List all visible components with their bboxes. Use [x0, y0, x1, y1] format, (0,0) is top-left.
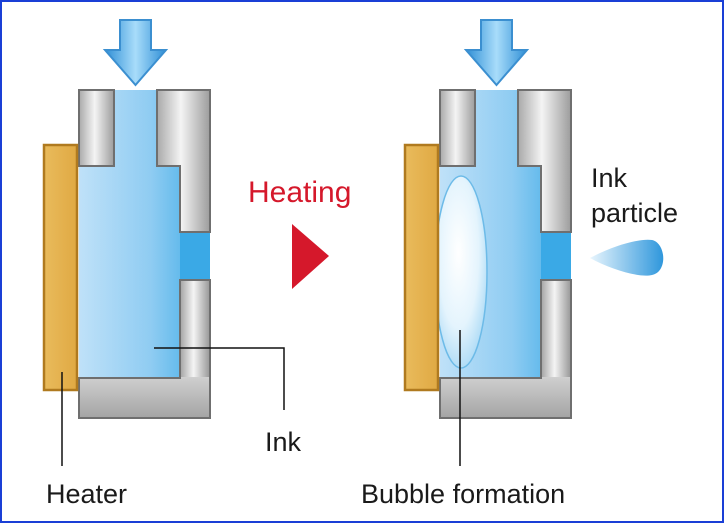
right-nozzle: [403, 89, 572, 419]
ink-particle-droplet: [590, 239, 664, 276]
down-arrow-icon: [102, 19, 169, 87]
bubble-formation-label: Bubble formation: [361, 479, 565, 509]
heater-label: Heater: [46, 479, 127, 509]
ink-label: Ink: [265, 427, 302, 457]
left-nozzle: [42, 89, 211, 419]
ink-particle-label-line2: particle: [591, 198, 678, 228]
left-wall-bottom: [78, 279, 211, 419]
left-ink-region: [79, 90, 210, 378]
left-heater: [42, 143, 79, 392]
left-wall-top-left: [78, 89, 115, 167]
left-wall-top-right: [156, 89, 211, 233]
bubble: [434, 175, 488, 369]
left-nozzle-outlet: [180, 232, 210, 280]
right-nozzle-outlet: [541, 232, 571, 280]
right-wall-top-right: [517, 89, 572, 233]
ink-leader-line: [154, 347, 285, 410]
right-wall-top-left: [439, 89, 476, 167]
right-wall-bottom: [439, 279, 572, 419]
right-heater: [403, 143, 440, 392]
right-triangle-icon: [292, 224, 329, 289]
down-arrow-icon: [463, 19, 530, 87]
ink-particle-label-line1: Ink: [591, 163, 628, 193]
heating-label: Heating: [248, 176, 351, 209]
